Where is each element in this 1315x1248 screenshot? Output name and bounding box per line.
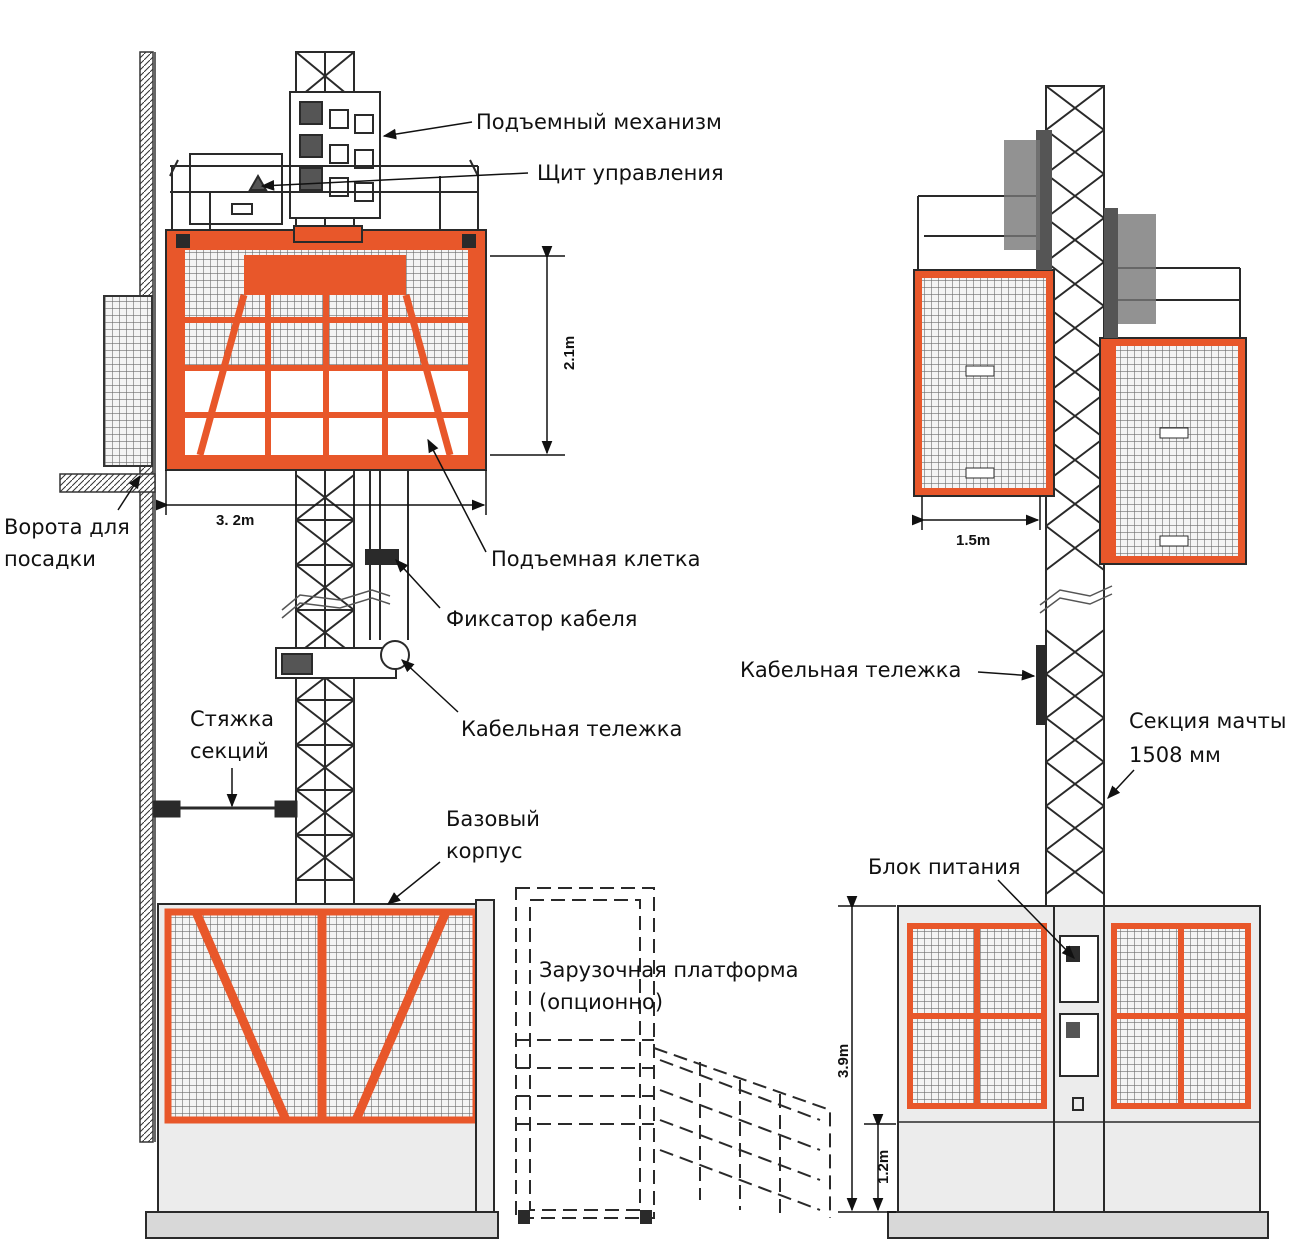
cable-trolley-right bbox=[1036, 645, 1046, 725]
label-hoist-mechanism: Подъемный механизм bbox=[476, 110, 722, 134]
boarding-gate bbox=[103, 295, 153, 467]
left-dimensions bbox=[155, 245, 565, 515]
mast-tie bbox=[153, 800, 298, 818]
loading-platform bbox=[515, 887, 831, 1219]
label-power-unit: Блок питания bbox=[868, 855, 1021, 879]
dim-cage-height: 2.1m bbox=[561, 336, 578, 370]
label-base-2: корпус bbox=[446, 839, 523, 863]
dim-cage-length: 3. 2m bbox=[216, 512, 254, 529]
label-mast-section-2: 1508 мм bbox=[1129, 743, 1221, 767]
label-cable-trolley-left: Кабельная тележка bbox=[461, 717, 682, 741]
right-base-enclosure bbox=[887, 905, 1269, 1239]
label-loading-platform-2: (опционно) bbox=[539, 990, 663, 1014]
label-cable-clamp: Фиксатор кабеля bbox=[446, 607, 637, 631]
label-tie-2: секций bbox=[190, 739, 269, 763]
label-mast-section-1: Секция мачты bbox=[1129, 709, 1286, 733]
dim-base-height: 3.9m bbox=[835, 1044, 852, 1078]
label-base-1: Базовый bbox=[446, 807, 540, 831]
label-tie-1: Стяжка bbox=[190, 707, 274, 731]
label-control-panel: Щит управления bbox=[537, 161, 724, 185]
cable-hardware-left bbox=[275, 470, 410, 679]
right-cage-upper bbox=[913, 130, 1055, 497]
right-dimensions bbox=[838, 496, 1041, 1213]
building-wall bbox=[139, 51, 154, 1143]
label-lift-cage: Подъемная клетка bbox=[491, 547, 700, 571]
left-cage bbox=[165, 225, 487, 471]
dim-cage-width: 1.5m bbox=[956, 532, 990, 549]
hoist-mechanism bbox=[289, 91, 381, 219]
leader-lines bbox=[117, 121, 1135, 959]
left-base-enclosure bbox=[145, 899, 499, 1239]
control-panel bbox=[189, 153, 283, 225]
floor-slab bbox=[59, 473, 156, 493]
dim-door-height: 1.2m bbox=[875, 1150, 892, 1184]
right-cage-lower bbox=[1099, 208, 1247, 565]
label-boarding-gate-1: Ворота для bbox=[4, 515, 130, 539]
label-cable-trolley-right: Кабельная тележка bbox=[740, 658, 961, 682]
label-loading-platform-1: Зарузочная платформа bbox=[539, 958, 799, 982]
label-boarding-gate-2: посадки bbox=[4, 547, 96, 571]
cage-roof-railing bbox=[169, 159, 479, 230]
